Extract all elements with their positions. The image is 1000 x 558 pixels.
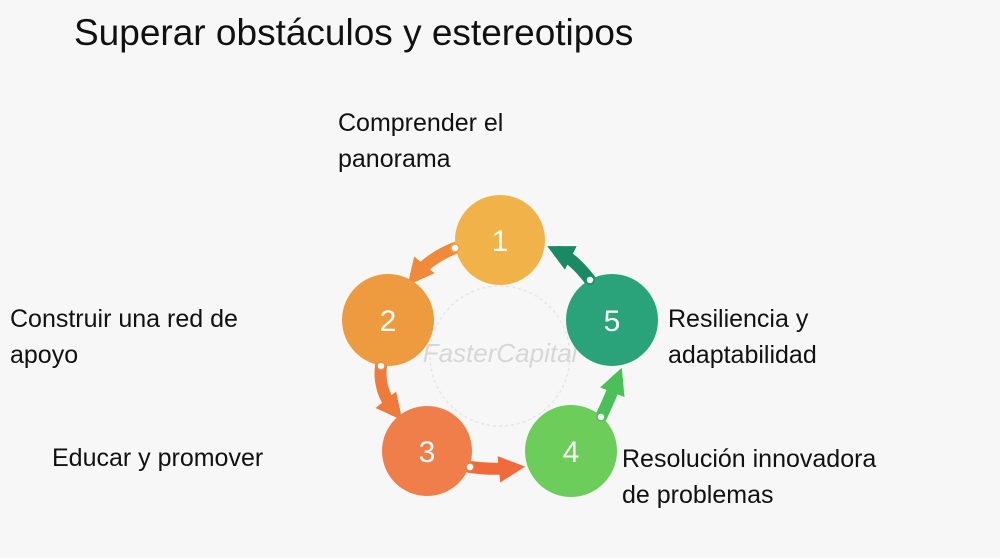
step-4-label: Resolución innovadora de problemas — [622, 441, 876, 513]
step-2-label-line: apoyo — [10, 341, 79, 369]
step-1-number: 1 — [492, 225, 509, 258]
arrow-4-to-5 — [595, 367, 625, 423]
connector-dot — [465, 462, 475, 472]
arrow-3-to-4 — [464, 456, 526, 483]
step-1-label: Comprender el panorama — [338, 105, 503, 177]
step-4-label-line: de problemas — [622, 481, 774, 509]
step-5-circle — [566, 274, 658, 366]
arrow-2-to-3 — [374, 360, 403, 421]
page-title: Superar obstáculos y estereotipos — [74, 12, 634, 53]
step-2-label: Construir una red de apoyo — [10, 301, 238, 373]
step-5: 5 — [566, 274, 658, 366]
step-2-label-line: Construir una red de — [10, 305, 238, 333]
arrow-5-to-1 — [547, 246, 596, 286]
step-5-number: 5 — [604, 305, 621, 338]
step-5-label-line: Resiliencia y — [668, 305, 809, 333]
step-5-label-line: adaptabilidad — [668, 341, 817, 369]
watermark-ring — [429, 285, 571, 427]
step-1-label-line: Comprender el — [338, 109, 504, 137]
step-4: 4 — [525, 405, 617, 497]
watermark-text: FasterCapital — [423, 338, 579, 368]
step-3-circle — [382, 406, 472, 496]
step-5-label: Resiliencia y adaptabilidad — [668, 301, 817, 373]
step-3: 3 — [382, 406, 472, 496]
connector-dot — [450, 243, 460, 253]
step-3-label: Educar y promover — [52, 440, 263, 476]
step-3-label-line: Educar y promover — [52, 444, 264, 472]
connector-dot — [376, 361, 386, 371]
connector-dot — [596, 412, 606, 422]
step-1-circle — [455, 195, 545, 285]
step-4-circle — [525, 405, 617, 497]
step-2-number: 2 — [380, 305, 397, 338]
step-4-number: 4 — [563, 436, 580, 469]
step-2: 2 — [342, 274, 434, 366]
step-4-label-line: Resolución innovadora — [622, 445, 877, 473]
arrow-1-to-2 — [407, 242, 461, 286]
step-1-label-line: panorama — [338, 145, 451, 173]
step-2-circle — [342, 274, 434, 366]
step-3-number: 3 — [419, 436, 436, 469]
step-1: 1 — [455, 195, 545, 285]
connector-dot — [585, 275, 595, 285]
